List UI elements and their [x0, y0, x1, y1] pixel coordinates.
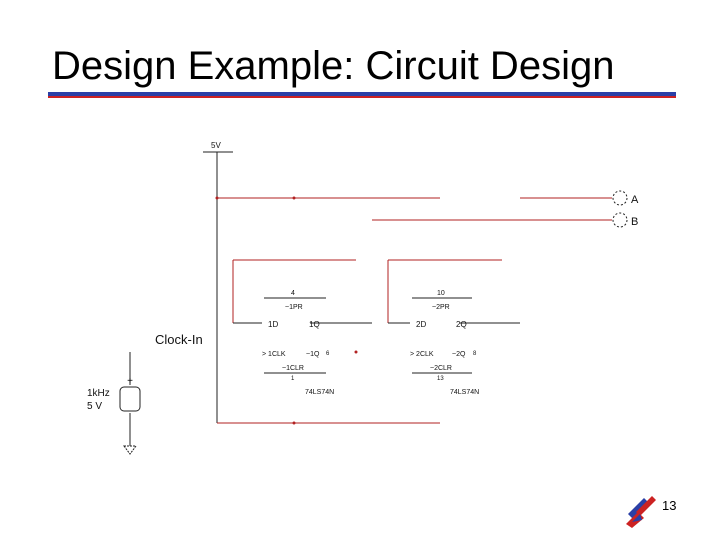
output-a-label: A — [631, 194, 639, 206]
ff2-clear-label: ~2CLR — [430, 365, 452, 372]
output-b-terminal — [612, 212, 628, 228]
ff2-bottom-num: 13 — [437, 376, 444, 382]
ff1-pin-top-num: 4 — [291, 290, 295, 297]
clock-label: Clock-In — [155, 332, 203, 347]
output-a-terminal — [612, 190, 628, 206]
title-underline-red — [48, 96, 676, 98]
ff1-part-label: 74LS74N — [305, 389, 334, 396]
ff2-preset-label: ~2PR — [432, 304, 450, 311]
page-number: 13 — [662, 498, 677, 513]
ff1-clk-label: > 1CLK — [262, 351, 286, 358]
ff2-qbar-label: ~2Q — [452, 351, 466, 358]
slide-title: Design Example: Circuit Design — [52, 44, 615, 88]
ff1-bottom-num: 1 — [291, 376, 295, 382]
ground-icon — [123, 445, 137, 455]
junction-dot — [215, 196, 219, 200]
junction-dot — [354, 350, 358, 354]
title-underline-blue — [48, 92, 676, 96]
ff2-part-label: 74LS74N — [450, 389, 479, 396]
ff1-q-label: 1Q — [309, 320, 320, 329]
supply-label: 5V — [211, 141, 221, 150]
junction-dot — [292, 421, 296, 425]
ff2-q-label: 2Q — [456, 320, 467, 329]
ff2-d-label: 2D — [416, 320, 426, 329]
source-freq-label: 1kHz — [87, 388, 110, 399]
ff1-qbar-num: 6 — [326, 351, 330, 357]
ff2-qbar-num: 8 — [473, 351, 477, 357]
ff2-pin-top-num: 10 — [437, 290, 445, 297]
junction-dot — [292, 196, 296, 200]
ff2-clk-label: > 2CLK — [410, 351, 434, 358]
ff1-d-label: 1D — [268, 320, 278, 329]
ff1-qbar-label: ~1Q — [306, 351, 320, 358]
ff1-clear-label: ~1CLR — [282, 365, 304, 372]
clock-source-body — [119, 386, 141, 412]
ff1-preset-label: ~1PR — [285, 304, 303, 311]
output-b-label: B — [631, 216, 638, 228]
logo-icon — [626, 496, 656, 528]
source-volt-label: 5 V — [87, 401, 102, 412]
svg-text:+: + — [127, 376, 133, 387]
